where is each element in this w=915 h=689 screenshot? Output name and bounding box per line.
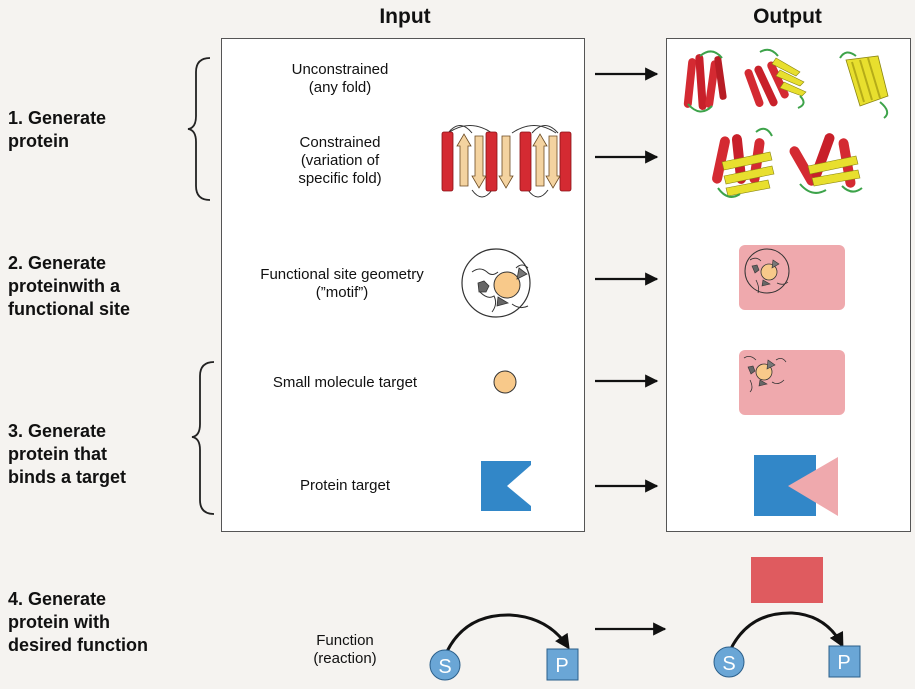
output-small-molecule-binder (739, 350, 845, 415)
substrate-circle (429, 649, 461, 681)
fold-topology-icon (441, 125, 572, 198)
stage-4-number: 4. (8, 589, 24, 609)
stage-1-number: 1. (8, 108, 24, 128)
unconstrained-label: Unconstrained (any fold) (291, 61, 389, 96)
protein-target-label: Protein target (299, 477, 391, 494)
stage-3-number: 3. (8, 421, 24, 441)
stage-3-label: 3. Generate protein that binds a target (8, 420, 126, 489)
stage-3-title: Generate protein that binds a target (8, 421, 127, 487)
output-substrate-label: S (722, 653, 735, 675)
input-header: Input (379, 5, 431, 28)
stage-2-number: 2. (8, 253, 24, 273)
output-functional-site-protein (739, 245, 845, 310)
output-product-label: P (837, 652, 850, 674)
constrained-label: Constrained (variation of specific fold) (298, 134, 382, 187)
stage-2-label: 2. Generate proteinwith a functional sit… (8, 252, 130, 321)
protein-alpha-beta-icon (744, 48, 807, 109)
input-reaction (429, 613, 579, 681)
stage-1-label: 1. Generate protein (8, 107, 106, 153)
product-label: P (555, 655, 568, 677)
stage-1-brace (187, 57, 211, 201)
output-unconstrained-proteins (683, 48, 889, 119)
output-constrained-proteins (712, 127, 863, 198)
output-protein-binder (754, 455, 838, 516)
output-header: Output (753, 5, 822, 28)
designed-enzyme-rect (751, 557, 823, 603)
functional-site-label: Functional site geometry (”motif”) (260, 266, 424, 301)
small-molecule-label: Small molecule target (272, 374, 418, 391)
stage-3-brace (191, 361, 215, 515)
substrate-label: S (438, 656, 451, 678)
protein-beta-barrel-icon (839, 51, 889, 119)
protein-target-icon (481, 461, 531, 511)
function-label: Function (reaction) (313, 632, 377, 667)
protein-helical-bundle-icon (683, 50, 727, 113)
output-substrate-circle (713, 646, 745, 678)
stage-1-title: Generate protein (8, 108, 107, 151)
protein-variant-1-icon (712, 127, 775, 198)
product-square (546, 648, 579, 681)
protein-variant-2-icon (789, 133, 863, 194)
output-reaction (713, 611, 861, 678)
stage-2-title: Generate proteinwith a functional site (8, 253, 131, 319)
motif-icon (461, 248, 531, 318)
stage-4-label: 4. Generate protein with desired functio… (8, 588, 148, 657)
output-product-square (828, 645, 861, 678)
stage-4-title: Generate protein with desired function (8, 589, 149, 655)
small-molecule-icon (493, 370, 517, 394)
